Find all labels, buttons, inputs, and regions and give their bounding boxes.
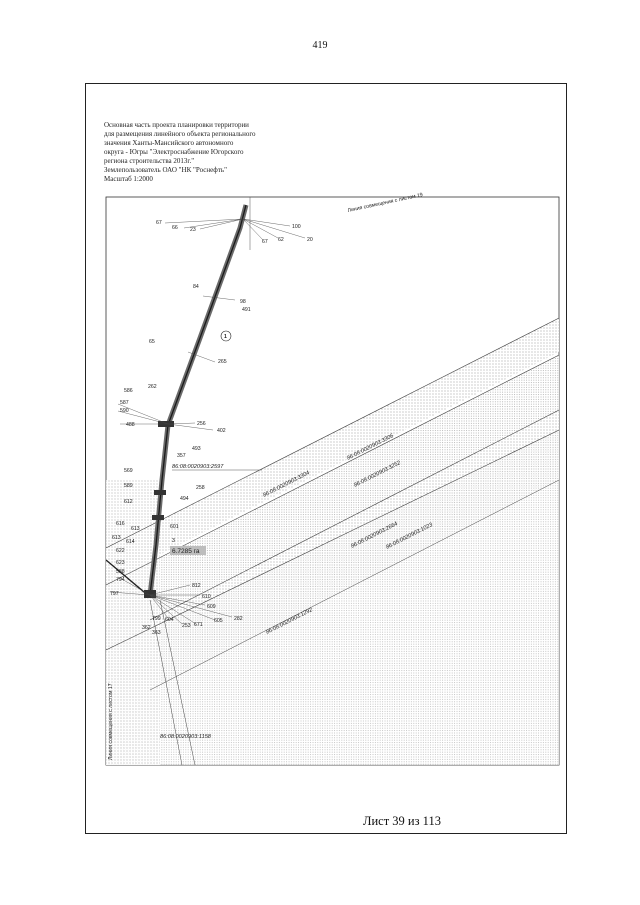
point-number: 610	[202, 594, 211, 600]
hatched-strip-left	[106, 480, 160, 765]
area-label-box	[170, 546, 206, 555]
support-node	[154, 490, 166, 495]
point-number: 812	[192, 583, 201, 589]
point-number: 357	[177, 453, 186, 459]
point-number: 494	[180, 496, 189, 502]
parcel-boundary	[159, 599, 196, 765]
point-number: 84	[193, 284, 199, 290]
sheet-counter: Лист 39 из 113	[363, 814, 441, 828]
point-number: 98	[240, 299, 246, 305]
area-label-number: 3	[172, 538, 175, 544]
parcel-boundary	[106, 429, 559, 651]
point-number: 258	[196, 485, 205, 491]
point-number: 601	[170, 524, 179, 530]
drawing-header: Основная часть проекта планировки террит…	[104, 121, 304, 184]
point-number: 622	[116, 548, 125, 554]
header-line: Землепользователь ОАО "НК "Роснефть"	[104, 166, 227, 174]
parcel-boundary	[106, 317, 559, 549]
parcel-boundary	[149, 599, 183, 765]
point-number: 491	[242, 307, 251, 313]
header-line: для размещения линейного объекта региона…	[104, 130, 256, 138]
cadastral-number: 86:08:0020903:1158	[160, 734, 212, 740]
point-number: 493	[192, 446, 201, 452]
header-line: округа - Югры "Электроснабжение Югорског…	[104, 148, 244, 156]
point-number: 587	[120, 400, 129, 406]
point-number: 590	[120, 408, 129, 414]
scale-label: Масштаб 1:2000	[104, 175, 153, 183]
support-node	[144, 590, 156, 598]
hatched-corridor-middle	[106, 355, 559, 650]
header-line: значения Ханты-Мансийского автономного	[104, 139, 234, 147]
point-number: 256	[197, 421, 206, 427]
point-number: 613	[131, 526, 140, 532]
match-line-label-left: Линия совмещения с листом 17	[108, 683, 114, 760]
point-number: 799	[152, 616, 161, 622]
point-number: 66	[172, 225, 178, 231]
point-number: 569	[124, 468, 133, 474]
point-number: 282	[234, 616, 243, 622]
support-node	[152, 515, 164, 520]
point-number: 588	[116, 569, 125, 575]
hatched-area-south	[106, 430, 559, 765]
point-number: 262	[148, 384, 157, 390]
point-number: 613	[112, 535, 121, 541]
point-number: 605	[214, 618, 223, 624]
point-number: 23	[190, 227, 196, 233]
point-number: 363	[152, 630, 161, 636]
header-line: региона строительства 2013г."	[104, 157, 195, 165]
point-number: 671	[194, 622, 203, 628]
point-number: 586	[124, 388, 133, 394]
cadastral-number: 86:08:0020903:2597	[172, 464, 224, 470]
page-number: 419	[312, 40, 328, 51]
leader-lines	[109, 218, 306, 625]
hatched-corridor-upper	[106, 318, 559, 582]
point-number: 797	[110, 591, 119, 597]
point-number: 614	[126, 539, 135, 545]
point-number: 488	[126, 422, 135, 428]
point-number: 20	[307, 237, 313, 243]
point-number: 612	[124, 499, 133, 505]
point-number: 62	[278, 237, 284, 243]
point-number: 604	[165, 617, 174, 623]
point-number: 253	[182, 623, 191, 629]
region-marker-circle	[220, 330, 232, 342]
point-numbers: 67 66 23 100 67 62 20 84 98 491 65 265 2…	[110, 220, 313, 636]
point-number: 589	[124, 483, 133, 489]
point-number: 67	[262, 239, 268, 245]
parcel-boundary	[149, 409, 559, 621]
point-number: 616	[116, 521, 125, 527]
parcel-boundary	[149, 479, 559, 691]
point-number: 794	[116, 577, 125, 583]
region-marker-label: 1	[224, 334, 227, 340]
area-label-value: 6.7285 га	[172, 548, 200, 555]
header-line: Основная часть проекта планировки террит…	[104, 121, 249, 129]
point-number: 100	[292, 224, 301, 230]
point-number: 623	[116, 560, 125, 566]
point-number: 402	[217, 428, 226, 434]
point-number: 609	[207, 604, 216, 610]
point-number: 65	[149, 339, 155, 345]
point-number: 362	[142, 625, 151, 631]
sheet-frame	[85, 83, 567, 834]
point-number: 67	[156, 220, 162, 226]
point-number: 265	[218, 359, 227, 365]
